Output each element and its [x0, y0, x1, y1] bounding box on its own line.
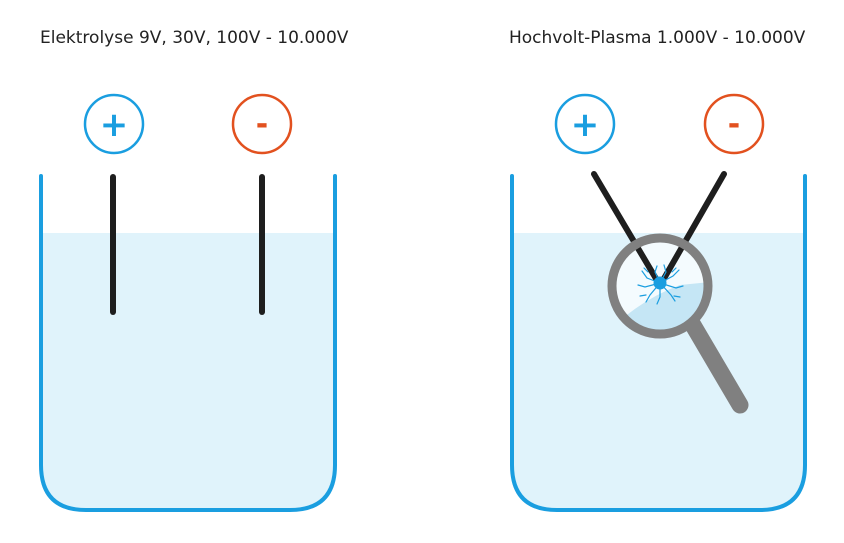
- magnifier-rim: [607, 233, 713, 339]
- minus-icon-left: -: [231, 93, 293, 155]
- magnifier-handle: [681, 311, 749, 414]
- electrolysis-title: Elektrolyse 9V, 30V, 100V - 10.000V: [40, 28, 349, 48]
- plasma-title: Hochvolt-Plasma 1.000V - 10.000V: [509, 28, 806, 48]
- cathode-sign-right: -: [728, 107, 740, 142]
- beaker-left: [39, 174, 337, 512]
- plasma-diagram: + -: [510, 93, 807, 512]
- liquid-right: [512, 233, 805, 510]
- anode-sign-right: +: [571, 105, 600, 145]
- liquid-left: [41, 233, 335, 510]
- electrolysis-diagram: + -: [39, 93, 337, 512]
- plus-icon-right: +: [554, 93, 616, 155]
- cathode-sign-left: -: [256, 107, 268, 142]
- minus-icon-right: -: [703, 93, 765, 155]
- plus-icon-left: +: [83, 93, 145, 155]
- anode-sign-left: +: [100, 105, 129, 145]
- beaker-right: [510, 174, 807, 512]
